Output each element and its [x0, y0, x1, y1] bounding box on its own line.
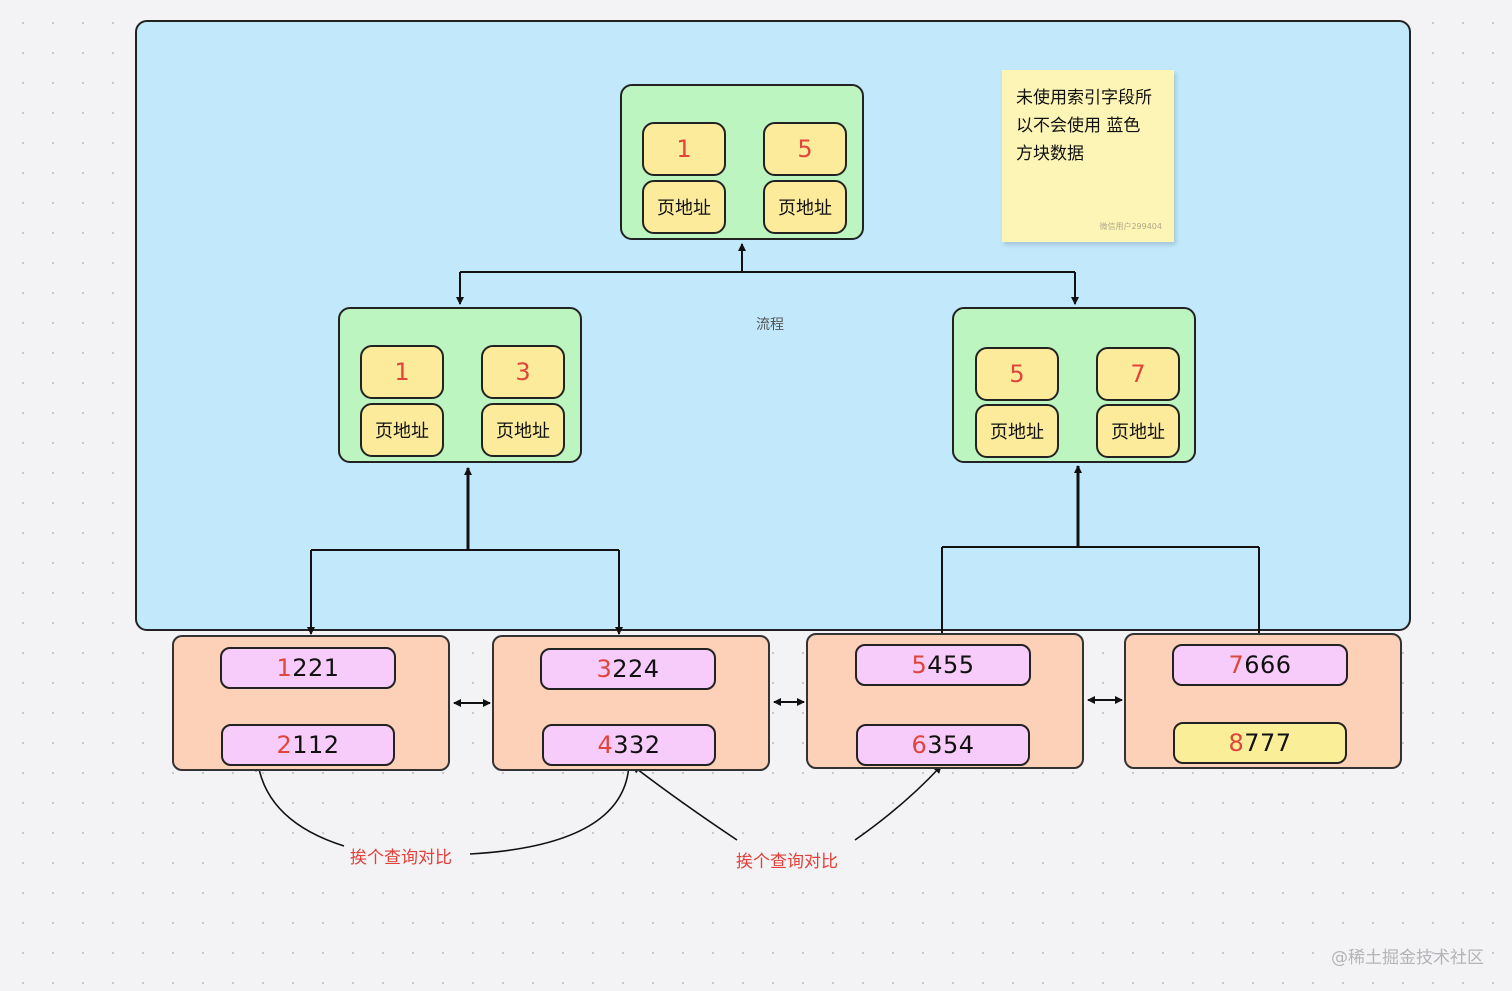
- record-rest-digits: 354: [927, 731, 975, 759]
- compare-label-left: 挨个查询对比: [346, 843, 456, 868]
- compare-label-right: 挨个查询对比: [732, 847, 842, 872]
- left-page-address-1: 页地址: [360, 403, 444, 457]
- right-page-address-2: 页地址: [1096, 404, 1180, 458]
- record-rest-digits: 221: [292, 654, 340, 682]
- left-index-node: 1 页地址 3 页地址: [338, 307, 582, 463]
- sticky-note-text: 未使用索引字段所以不会使用 蓝色 方块数据: [1016, 88, 1152, 164]
- right-key-2: 7: [1096, 347, 1180, 401]
- sticky-note[interactable]: 未使用索引字段所以不会使用 蓝色 方块数据 微信用户299404: [1002, 70, 1174, 242]
- root-key-2: 5: [763, 122, 847, 176]
- record-first-digit: 2: [276, 731, 293, 759]
- record-rest-digits: 224: [612, 655, 660, 683]
- left-key-2: 3: [481, 345, 565, 399]
- right-key-1: 5: [975, 347, 1059, 401]
- root-page-address-2: 页地址: [763, 180, 847, 234]
- record-first-digit: 7: [1228, 651, 1245, 679]
- root-index-node: 1 页地址 5 页地址: [620, 84, 864, 240]
- watermark: @稀土掘金技术社区: [1331, 948, 1484, 968]
- left-key-1: 1: [360, 345, 444, 399]
- left-page-address-2: 页地址: [481, 403, 565, 457]
- root-page-address-1: 页地址: [642, 180, 726, 234]
- record-rest-digits: 112: [292, 731, 340, 759]
- record-rest-digits: 777: [1244, 729, 1292, 757]
- right-index-node: 5 页地址 7 页地址: [952, 307, 1196, 463]
- record-first-digit: 4: [597, 731, 614, 759]
- record-rest-digits: 332: [613, 731, 661, 759]
- frame-label: 流程: [756, 317, 784, 333]
- record-first-digit: 3: [596, 655, 613, 683]
- record-rest-digits: 666: [1244, 651, 1292, 679]
- record-first-digit: 5: [911, 651, 928, 679]
- right-page-address-1: 页地址: [975, 404, 1059, 458]
- root-key-1: 1: [642, 122, 726, 176]
- record-rest-digits: 455: [927, 651, 975, 679]
- sticky-note-author: 微信用户299404: [1099, 222, 1162, 231]
- record-first-digit: 6: [911, 731, 928, 759]
- record-first-digit: 1: [276, 654, 293, 682]
- record-first-digit: 8: [1228, 729, 1245, 757]
